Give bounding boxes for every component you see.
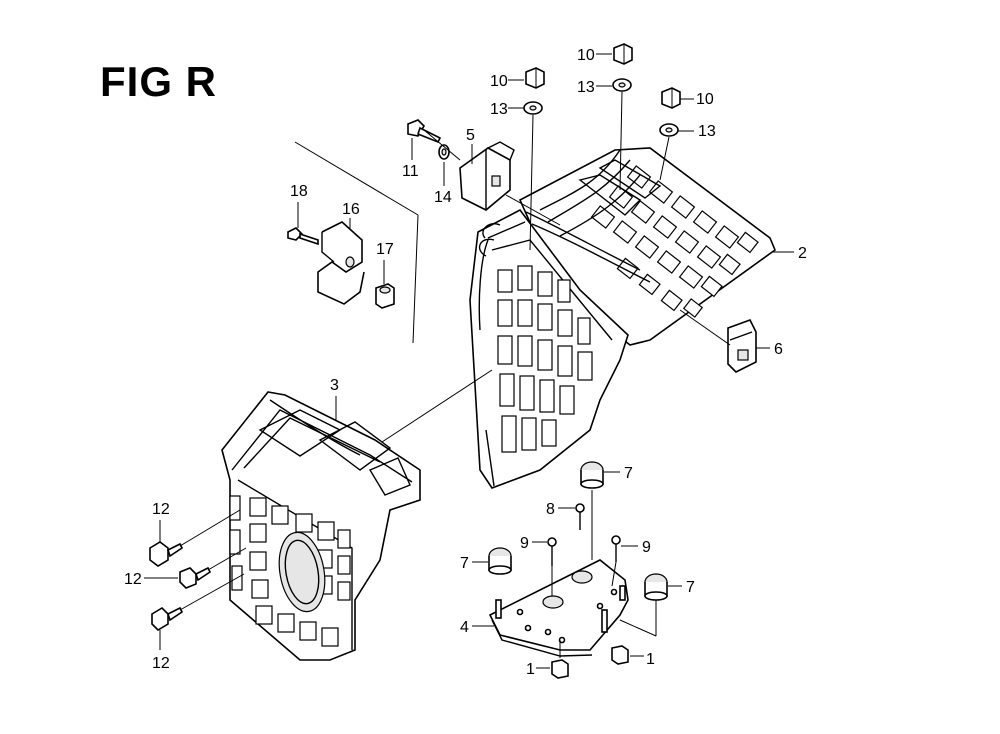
callout-12: 12 xyxy=(124,571,142,588)
part-1-nut-b xyxy=(611,645,629,665)
part-9-screw-a xyxy=(547,537,557,566)
callout-9: 9 xyxy=(520,535,529,552)
callout-12: 12 xyxy=(152,655,170,672)
callout-10: 10 xyxy=(696,91,714,108)
callout-labels: 10 13 10 13 10 13 5 11 14 18 16 17 2 xyxy=(124,47,807,678)
leader-line xyxy=(679,309,731,346)
part-13-washer-c xyxy=(659,123,679,137)
callout-12: 12 xyxy=(152,501,170,518)
part-9-screw-b xyxy=(611,535,621,562)
part-5-clip xyxy=(459,141,515,211)
part-17-collar xyxy=(375,283,395,309)
callout-13: 13 xyxy=(698,123,716,140)
part-6-clip xyxy=(727,319,757,373)
callout-16: 16 xyxy=(342,201,360,218)
leader-line xyxy=(381,369,493,443)
callout-3: 3 xyxy=(330,377,339,394)
callout-1: 1 xyxy=(526,661,535,678)
part-11-bolt xyxy=(407,119,442,144)
bolt-axis xyxy=(619,91,623,191)
part-7-rubber-mount-b xyxy=(488,547,512,575)
part-12-bolt-a xyxy=(149,541,184,567)
figure-title: FIG R xyxy=(100,58,217,105)
bolt-axis xyxy=(529,114,534,251)
bolt-axis xyxy=(611,561,617,587)
callout-2: 2 xyxy=(798,245,807,262)
part-7-rubber-mount-c xyxy=(644,573,668,601)
part-7-rubber-mount-a xyxy=(580,461,604,489)
callout-17: 17 xyxy=(376,241,394,258)
callout-5: 5 xyxy=(466,127,475,144)
callout-9: 9 xyxy=(642,539,651,556)
callout-10: 10 xyxy=(577,47,595,64)
part-10-nut-a xyxy=(525,67,545,89)
part-8-screw xyxy=(575,503,585,530)
callout-13: 13 xyxy=(490,101,508,118)
callout-7: 7 xyxy=(460,555,469,572)
callout-18: 18 xyxy=(290,183,308,200)
callout-6: 6 xyxy=(774,341,783,358)
part-13-washer-a xyxy=(523,101,543,115)
part-2-mount-frame xyxy=(469,147,776,489)
callout-8: 8 xyxy=(546,501,555,518)
grouping-bracket-lines xyxy=(294,141,419,344)
part-4-base-plate xyxy=(488,559,629,657)
bolt-axis xyxy=(619,619,657,637)
callout-4: 4 xyxy=(460,619,469,636)
part-16-bracket xyxy=(317,221,365,305)
part-12-bolt-c xyxy=(151,606,184,632)
callout-7: 7 xyxy=(624,465,633,482)
part-1-nut-a xyxy=(551,659,569,679)
part-18-screw xyxy=(287,227,319,246)
callout-13: 13 xyxy=(577,79,595,96)
callout-10: 10 xyxy=(490,73,508,90)
callout-14: 14 xyxy=(434,189,452,206)
part-12-bolt-b xyxy=(179,566,212,589)
part-10-nut-c xyxy=(661,87,681,109)
bolt-axis xyxy=(659,136,670,181)
part-3-mount-block xyxy=(221,391,421,661)
callout-7: 7 xyxy=(686,579,695,596)
callout-11: 11 xyxy=(402,163,419,180)
bolt-axis xyxy=(207,547,247,571)
part-10-nut-b xyxy=(613,43,633,65)
bolt-axis xyxy=(179,509,241,547)
callout-1: 1 xyxy=(646,651,655,668)
leader-line xyxy=(505,194,561,226)
part-13-washer-b xyxy=(612,78,632,92)
bolt-axis xyxy=(179,573,245,611)
bolt-axis xyxy=(423,129,461,161)
